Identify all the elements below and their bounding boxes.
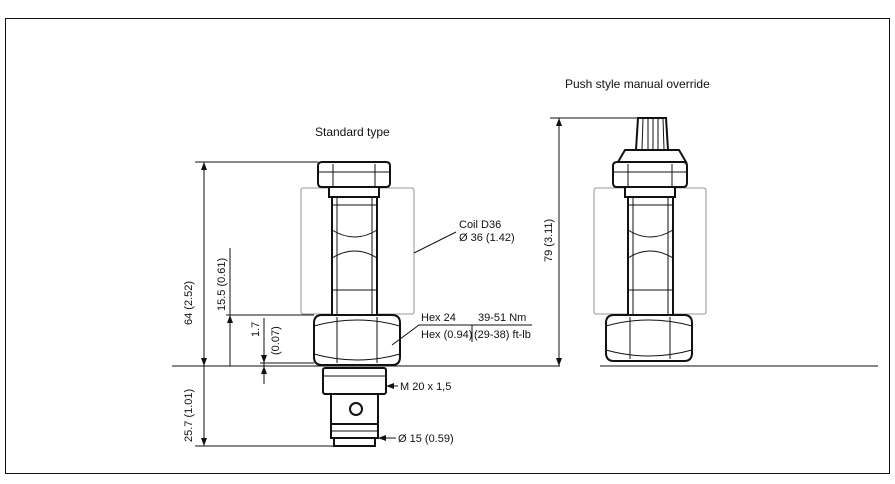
dim-small-1: 1.7 [250, 322, 262, 337]
drawing-border [5, 18, 890, 474]
override-cap [616, 149, 688, 163]
hex-label-2: Hex (0.94) [421, 329, 472, 341]
hex-label-1: Hex 24 [421, 312, 456, 324]
hex-body [313, 314, 401, 366]
dim-overall-override: 79 (3.11) [543, 219, 555, 262]
tube-collar [328, 186, 380, 198]
dim-lower: 25.7 (1.01) [183, 389, 195, 442]
override-title: Push style manual override [565, 77, 710, 91]
override-top-nut [612, 161, 688, 188]
coil-label-1: Coil D36 [459, 219, 501, 231]
override-valve [593, 117, 707, 362]
dim-upper: 15.5 (0.61) [216, 258, 228, 311]
override-tube [627, 196, 674, 316]
torque-label-2: (29-38) ft-lb [474, 329, 531, 341]
standard-title: Standard type [315, 125, 390, 139]
dim-small-2: (0.07) [270, 326, 282, 355]
override-hex-body [605, 314, 693, 362]
torque-label-1: 39-51 Nm [478, 312, 526, 324]
coil-label-2: Ø 36 (1.42) [459, 232, 515, 244]
override-dimensions [550, 117, 638, 366]
bore-label: Ø 15 (0.59) [398, 433, 454, 445]
thread-label: M 20 x 1,5 [400, 381, 451, 393]
standard-dimensions [195, 161, 532, 447]
top-nut [317, 161, 391, 188]
dim-overall-standard: 64 (2.52) [183, 281, 195, 325]
cross-port [349, 402, 363, 416]
tip-end [333, 437, 376, 447]
thread-section [322, 367, 387, 395]
armature-tube [331, 196, 378, 316]
standard-valve [300, 161, 415, 447]
